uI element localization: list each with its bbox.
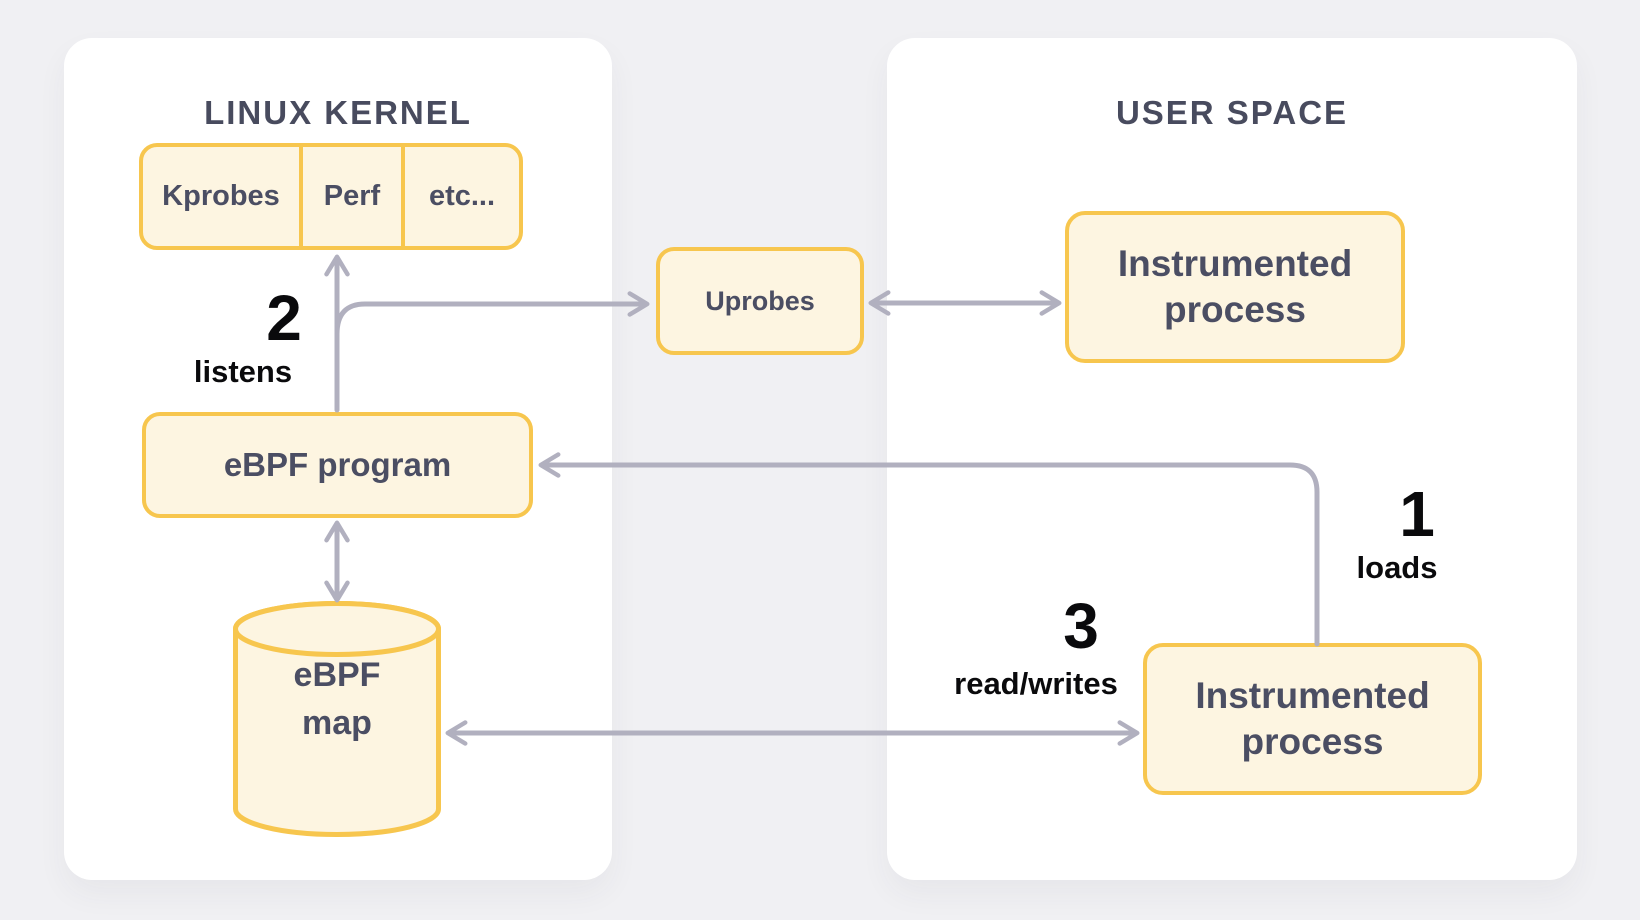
step-2-number: 2 — [266, 282, 302, 354]
linux-kernel-title: LINUX KERNEL — [204, 94, 472, 131]
instrumented-process-top-node: Instrumented process — [1065, 211, 1405, 363]
uprobes-node: Uprobes — [656, 247, 864, 355]
step-3-number: 3 — [1063, 590, 1099, 662]
step-1-loads-label: loads — [1356, 550, 1438, 585]
instrumented-process-bottom-label: Instrumented process — [1195, 674, 1430, 762]
perf-node: Perf — [299, 147, 401, 246]
ebpf-map-label: eBPF map — [293, 656, 381, 742]
instrumented-process-bottom-node: Instrumented process — [1143, 643, 1482, 795]
step-1-number: 1 — [1399, 478, 1435, 550]
step-3-read-writes-label: read/writes — [954, 666, 1118, 701]
kprobes-node: Kprobes — [162, 180, 280, 212]
step-2-listens-label: listens — [193, 354, 293, 389]
user-space-title: USER SPACE — [1115, 94, 1349, 131]
ebpf-map-node: eBPF map — [233, 652, 441, 747]
probe-sources-row: Kprobes Perf etc... — [139, 143, 523, 250]
ebpf-program-node: eBPF program — [142, 412, 533, 518]
etc-node: etc... — [401, 147, 519, 246]
instrumented-process-top-label: Instrumented process — [1117, 242, 1353, 330]
ebpf-map-cylinder-icon — [233, 601, 441, 837]
